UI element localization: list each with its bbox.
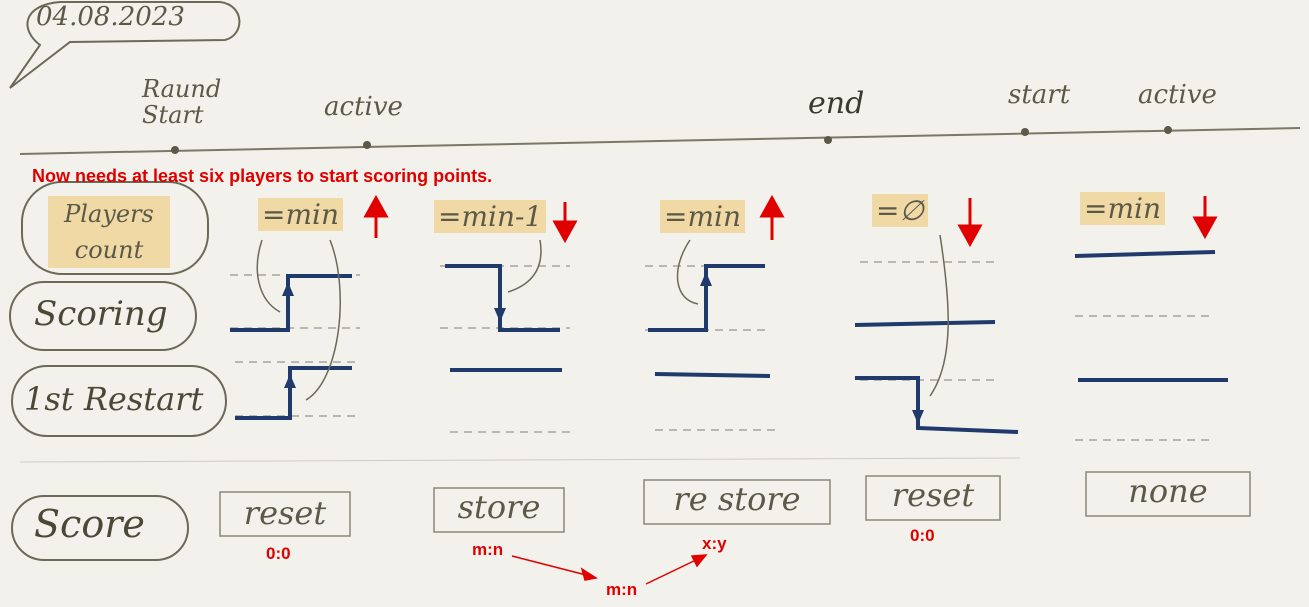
players-count-oval	[21, 181, 209, 275]
score-oval	[11, 495, 189, 561]
timeline-label-end: end	[808, 86, 865, 121]
score-value-active-1: m:n	[472, 540, 504, 559]
scoring-trace-2	[445, 264, 560, 332]
scoring-trace-3	[648, 264, 765, 332]
players-count-active-2: =min	[660, 200, 745, 233]
score-box-active-1: store	[457, 488, 541, 526]
timeline-label-active-2: active	[1138, 80, 1217, 110]
scoring-trace-1	[230, 274, 352, 332]
players-count-start-2: =min	[1080, 192, 1165, 225]
score-value-active-2: x:y	[702, 534, 727, 553]
timeline-dot-active-2	[1164, 126, 1172, 134]
edge-arrowheads	[282, 272, 924, 424]
players-count-active-1: =min-1	[434, 200, 547, 233]
score-separator	[19, 457, 1021, 463]
timeline-dot-round-start	[171, 146, 179, 154]
timeline-dot-active-1	[363, 141, 371, 149]
timeline-label-start-2: start	[1008, 80, 1071, 110]
date-label: 04.08.2023	[36, 2, 185, 32]
flow-arrows	[511, 554, 708, 585]
score-box-active-2: re store	[673, 480, 801, 518]
restart-trace-4	[855, 376, 1019, 434]
scoring-traces	[230, 250, 1216, 332]
timeline-label-active-1: active	[324, 92, 403, 122]
timeline-dot-start-2	[1021, 128, 1029, 136]
timeline-label-round-start: Raund Start	[142, 75, 222, 129]
score-value-round-start: 0:0	[266, 544, 291, 563]
row-label-players-count: Players count	[48, 196, 170, 268]
first-restart-oval	[11, 365, 227, 437]
score-value-flow-middle: m:n	[606, 580, 638, 599]
score-box-round-start: reset	[243, 494, 327, 532]
guide-dashes	[230, 261, 1215, 441]
scoring-trace-5	[1074, 250, 1216, 258]
timeline-dot-end	[824, 136, 832, 144]
direction-arrows	[363, 194, 1218, 248]
row-label-first-restart: 1st Restart	[24, 380, 204, 418]
date-bubble	[9, 1, 241, 89]
score-box-start-2: none	[1128, 472, 1208, 510]
score-value-end: 0:0	[910, 526, 935, 545]
score-boxes	[219, 471, 1251, 537]
timeline-axis	[19, 127, 1301, 155]
restart-trace-3	[654, 372, 771, 378]
row-label-score: Score	[34, 502, 145, 546]
score-box-end: reset	[891, 476, 975, 514]
players-count-round-start: =min	[258, 198, 343, 231]
scoring-trace-4	[854, 320, 996, 327]
players-count-end: =∅	[872, 194, 928, 227]
restart-trace-1	[235, 366, 352, 420]
scoring-oval	[9, 281, 197, 351]
restart-traces	[235, 366, 1228, 434]
pencil-connectors	[256, 234, 949, 401]
row-label-scoring: Scoring	[34, 294, 168, 334]
annotation-text: Now needs at least six players to start …	[32, 166, 493, 186]
